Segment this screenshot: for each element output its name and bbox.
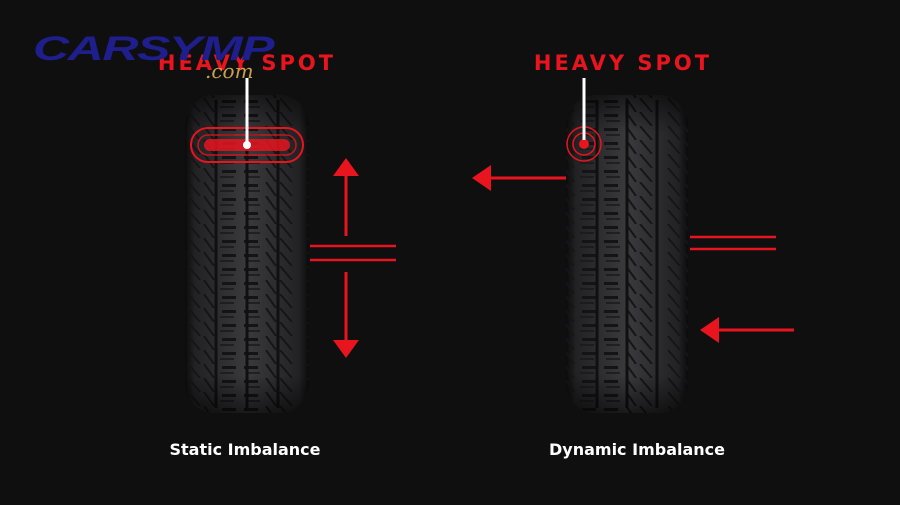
dynamic-heavy-spot-label: HEAVY SPOT (534, 51, 712, 75)
static-arrow-up (333, 158, 359, 236)
logo-suffix: .com (205, 59, 254, 83)
right-tire (566, 95, 688, 413)
static-axis-lines (310, 244, 396, 262)
dynamic-arrow-top-left (472, 165, 566, 191)
logo-brand: CARSYMP (33, 30, 275, 68)
static-heavy-spot-dot (243, 141, 251, 149)
static-imbalance-caption: Static Imbalance (169, 440, 320, 459)
dynamic-arrow-bottom-left (700, 317, 794, 343)
carsymp-logo: CARSYMP .com (33, 30, 276, 83)
left-tire (185, 95, 309, 413)
dynamic-axis-lines (690, 235, 776, 251)
static-heavy-spot-label: HEAVY SPOT (158, 51, 336, 75)
dynamic-imbalance-caption: Dynamic Imbalance (549, 440, 725, 459)
static-arrow-down (333, 272, 359, 358)
